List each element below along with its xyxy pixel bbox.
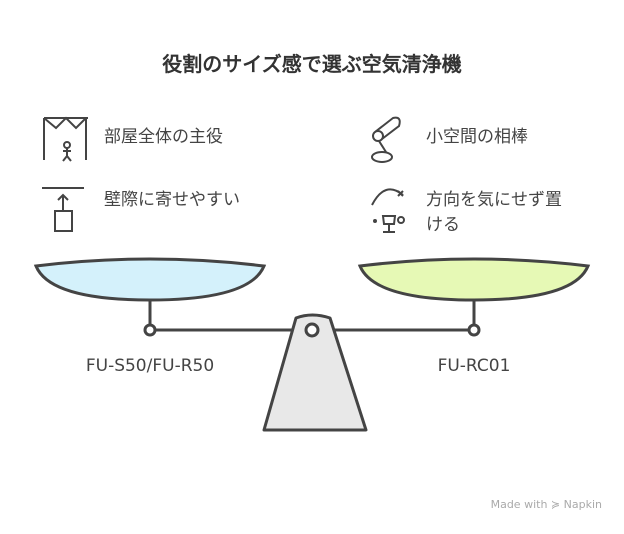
left-product-label: FU-S50/FU-R50 <box>85 356 215 376</box>
right-feature-1: 小空間の相棒 <box>426 127 528 147</box>
fulcrum <box>262 313 368 432</box>
rotating-lamp-icon <box>371 188 405 233</box>
left-pan <box>33 257 267 302</box>
footer-brand: Napkin <box>563 498 602 511</box>
napkin-logo-icon: ≽ <box>550 498 561 511</box>
right-product-label: FU-RC01 <box>437 356 511 376</box>
stage-spotlight-icon <box>43 116 88 162</box>
left-feature-2: 壁際に寄せやすい <box>104 190 240 210</box>
left-feature-1: 部屋全体の主役 <box>104 127 223 147</box>
push-to-wall-icon <box>42 187 84 232</box>
desk-lamp-icon <box>371 116 401 163</box>
right-feature-2: 方向を気にせず置ける <box>426 190 562 235</box>
right-pan <box>357 257 591 302</box>
made-with-napkin: Made with ≽ Napkin <box>491 498 602 511</box>
page-title: 役割のサイズ感で選ぶ空気清浄機 <box>162 52 462 76</box>
footer-text: Made with <box>490 498 548 511</box>
